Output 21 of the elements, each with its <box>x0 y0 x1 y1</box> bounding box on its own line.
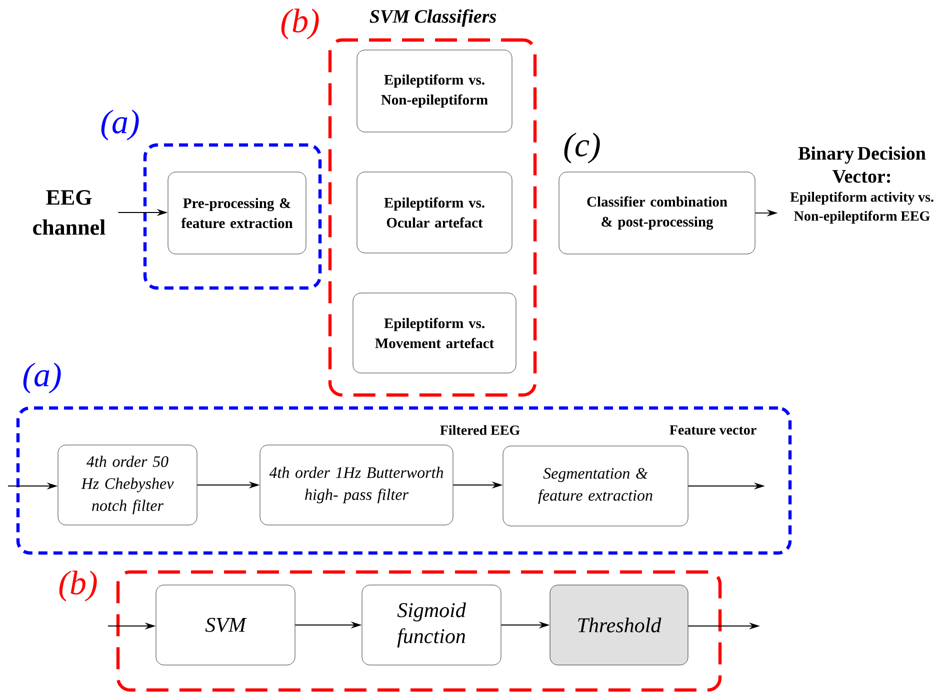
annotation-label: Filtered EEG <box>440 425 520 435</box>
process-box: Epileptiform vs. Movement artefact <box>352 292 516 374</box>
process-box: 4th order 50 Hz Chebyshev notch filter <box>58 444 198 526</box>
group-label: (b) <box>281 8 319 40</box>
annotation-label: Feature vector <box>670 425 756 435</box>
text-label: EEG channel <box>33 190 106 235</box>
process-box: Sigmoid function <box>362 584 502 666</box>
process-box: Threshold <box>550 584 688 666</box>
process-box: SVM <box>156 584 296 666</box>
process-box: Classifier combination & post-processing <box>558 172 756 254</box>
process-box: Epileptiform vs. Ocular artefact <box>356 172 512 254</box>
text-label: Binary Decision Vector: Epileptiform activity vs. Non-epileptiform EEG <box>790 146 934 224</box>
process-box: Pre-processing & feature extraction <box>168 172 306 254</box>
group-heading: SVM Classifiers <box>370 9 496 27</box>
group-label: (b) <box>59 570 97 602</box>
process-box: Segmentation & feature extraction <box>502 446 688 526</box>
section-label: (c) <box>564 132 600 164</box>
process-box: 4th order 1Hz Butterworth high- pass filter <box>260 444 454 526</box>
group-label: (a) <box>101 110 139 140</box>
process-box: Epileptiform vs. Non-epileptiform <box>356 50 512 132</box>
group-label: (a) <box>23 362 61 394</box>
